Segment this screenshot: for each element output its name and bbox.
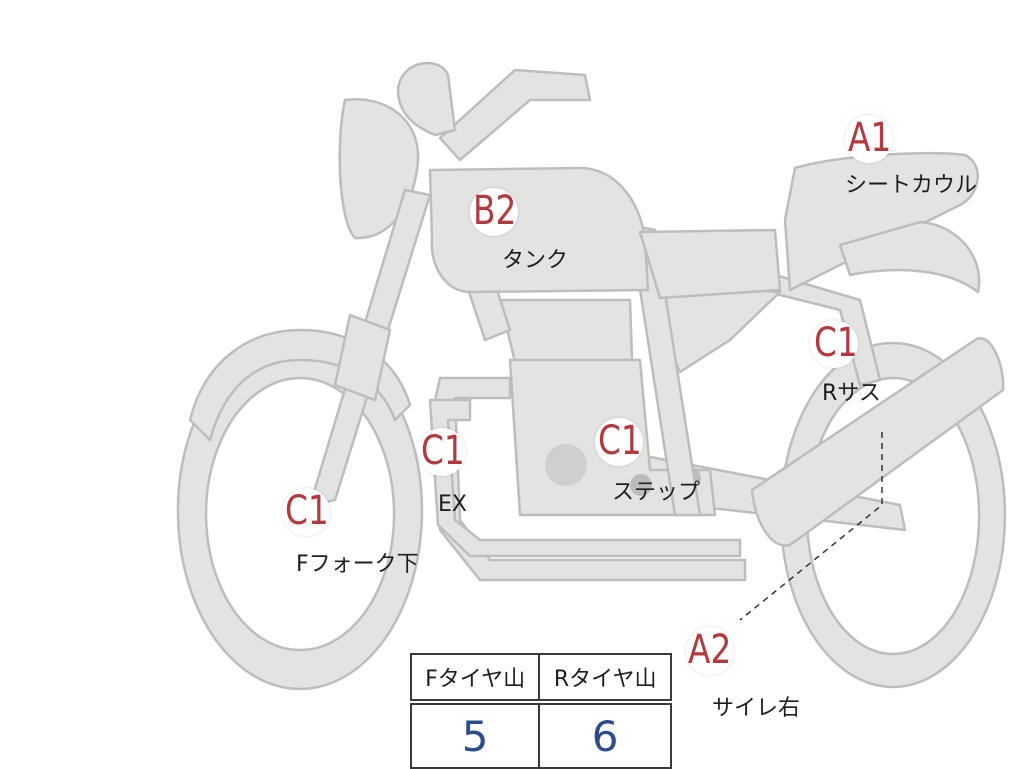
rear-susp-marker — [810, 320, 858, 368]
silencer-label: サイレ右 — [712, 696, 801, 721]
engine-cover — [545, 444, 587, 486]
frame-backbone — [628, 223, 702, 517]
fork-cover — [333, 313, 392, 402]
exhaust-code: C1 — [421, 428, 465, 474]
exhaust-pipe-2 — [428, 398, 742, 558]
seat-cowl-label: シートカウル — [845, 173, 978, 198]
front-tire-value: 5 — [409, 701, 541, 769]
seat-cowl — [783, 151, 979, 292]
rear-fender — [838, 220, 981, 294]
fuel-tank — [428, 166, 650, 294]
leader-line — [739, 432, 883, 621]
tank-marker — [470, 188, 518, 236]
rear-susp-label: Rサス — [822, 381, 881, 406]
front-fork-label: Fフォーク下 — [296, 552, 419, 577]
exhaust-label: EX — [438, 492, 467, 517]
front-tire-header: Fタイヤ山 — [409, 653, 541, 705]
muffler — [750, 337, 1005, 547]
mirror — [396, 61, 457, 137]
peg-1 — [630, 474, 652, 496]
exhaust-marker — [418, 428, 466, 476]
step-code: C1 — [598, 418, 642, 464]
handlebar — [438, 68, 592, 162]
tank-code: B2 — [473, 188, 517, 234]
step-label: ステップ — [612, 480, 701, 505]
front-fork-marker — [282, 488, 330, 536]
seat — [638, 228, 782, 300]
silencer-marker — [686, 627, 734, 675]
rear-tire-value: 6 — [538, 701, 672, 769]
front-fork-code: C1 — [285, 488, 329, 534]
seat-cowl-marker — [845, 115, 893, 163]
seat-cowl-code: A1 — [848, 115, 892, 161]
engine-block — [498, 298, 634, 364]
rear-susp-code: C1 — [814, 320, 858, 366]
rear-tire-header: Rタイヤ山 — [538, 653, 672, 705]
tire-tread-table: Fタイヤ山 Rタイヤ山 5 6 — [409, 653, 672, 769]
silencer-code: A2 — [688, 627, 732, 673]
tank-label: タンク — [502, 248, 569, 273]
step-marker — [595, 418, 643, 466]
